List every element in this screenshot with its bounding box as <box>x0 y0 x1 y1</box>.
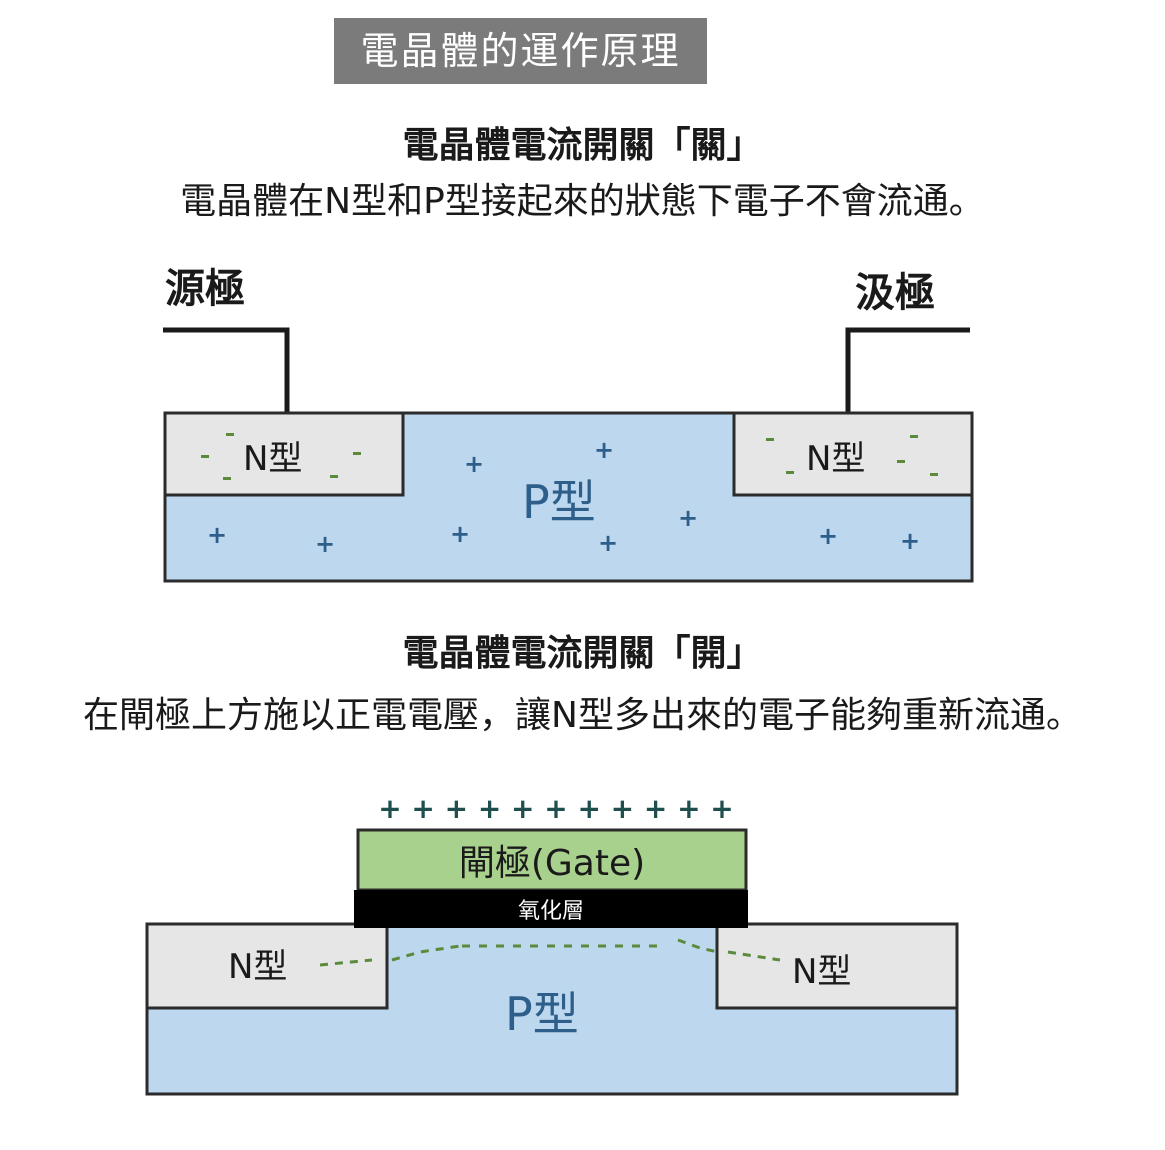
p-label: P型 <box>522 475 596 529</box>
off-heading: 電晶體電流開關「關」 <box>402 125 763 166</box>
gate <box>356 828 748 892</box>
gate-label: 閘極(Gate) <box>459 843 645 884</box>
n-left-label-on: N型 <box>228 947 287 987</box>
gate-charges: + + + + + + + + + + + <box>378 792 734 825</box>
electrons-right <box>766 435 938 476</box>
n-left-label: N型 <box>243 439 302 479</box>
hole: + <box>594 436 614 464</box>
electron <box>897 460 905 463</box>
off-description: 電晶體在N型和P型接起來的狀態下電子不會流通。 <box>180 181 985 222</box>
electron <box>766 438 774 441</box>
n-right-label: N型 <box>806 439 865 479</box>
drain-wire <box>845 327 970 412</box>
p-label-on: P型 <box>505 987 579 1041</box>
source-wire <box>163 327 290 412</box>
on-heading: 電晶體電流開關「開」 <box>402 633 763 674</box>
holes: + + + + + + + + + <box>207 436 920 558</box>
hole: + <box>207 521 227 549</box>
electron-channel <box>319 938 781 967</box>
off-diagram: 源極 汲極 N型 N型 P型 + + + + + + + + + <box>163 266 974 583</box>
drain-label: 汲極 <box>855 270 935 316</box>
n-right-label-on: N型 <box>792 952 851 992</box>
hole: + <box>450 520 470 548</box>
hole: + <box>818 522 838 550</box>
hole: + <box>464 450 484 478</box>
page-title: 電晶體的運作原理 <box>334 18 707 84</box>
electron <box>910 435 918 438</box>
oxide-label: 氧化層 <box>518 899 584 924</box>
n-region-left <box>163 411 405 497</box>
hole: + <box>598 529 618 557</box>
hole: + <box>900 527 920 555</box>
on-diagram: + + + + + + + + + + + 閘極(Gate) 氧化層 N型 N型… <box>145 792 959 1096</box>
electron <box>226 433 234 436</box>
on-description: 在閘極上方施以正電電壓，讓N型多出來的電子能夠重新流通。 <box>83 695 1082 736</box>
electron <box>786 471 794 474</box>
hole: + <box>315 530 335 558</box>
channel-right-fall <box>677 938 719 954</box>
electron <box>930 473 938 476</box>
hole: + <box>678 504 698 532</box>
electrons-left <box>201 433 361 480</box>
electron <box>201 455 209 458</box>
electron <box>353 452 361 455</box>
electron <box>330 475 338 478</box>
n-region-left-on <box>145 922 389 1010</box>
source-label: 源極 <box>165 266 245 312</box>
n-region-right <box>732 411 974 497</box>
electron <box>223 477 231 480</box>
oxide-layer <box>354 890 748 928</box>
n-region-right-on <box>715 922 959 1010</box>
